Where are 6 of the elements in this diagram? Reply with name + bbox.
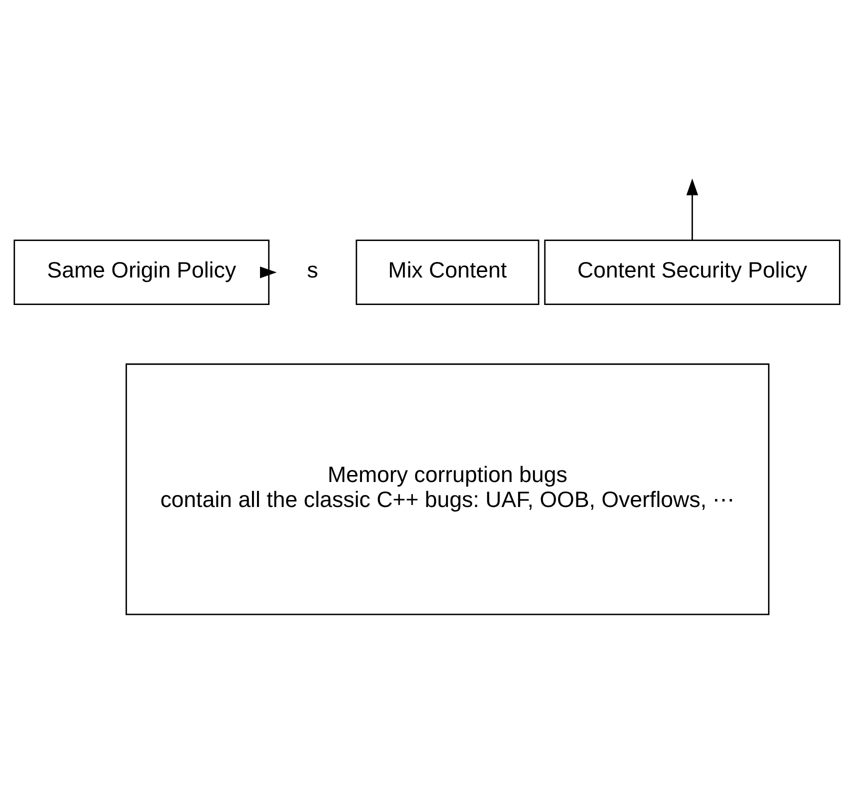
arrow (260, 266, 277, 278)
node-box: Mix Content (356, 240, 540, 306)
node-box: Memory corruption bugs contain all the classic C++ bugs: UAF, OOB, Overflows, ⋯ (126, 363, 770, 616)
node-text: s (307, 258, 318, 283)
node-box: Content Security Policy (544, 240, 840, 306)
arrow (686, 178, 698, 240)
